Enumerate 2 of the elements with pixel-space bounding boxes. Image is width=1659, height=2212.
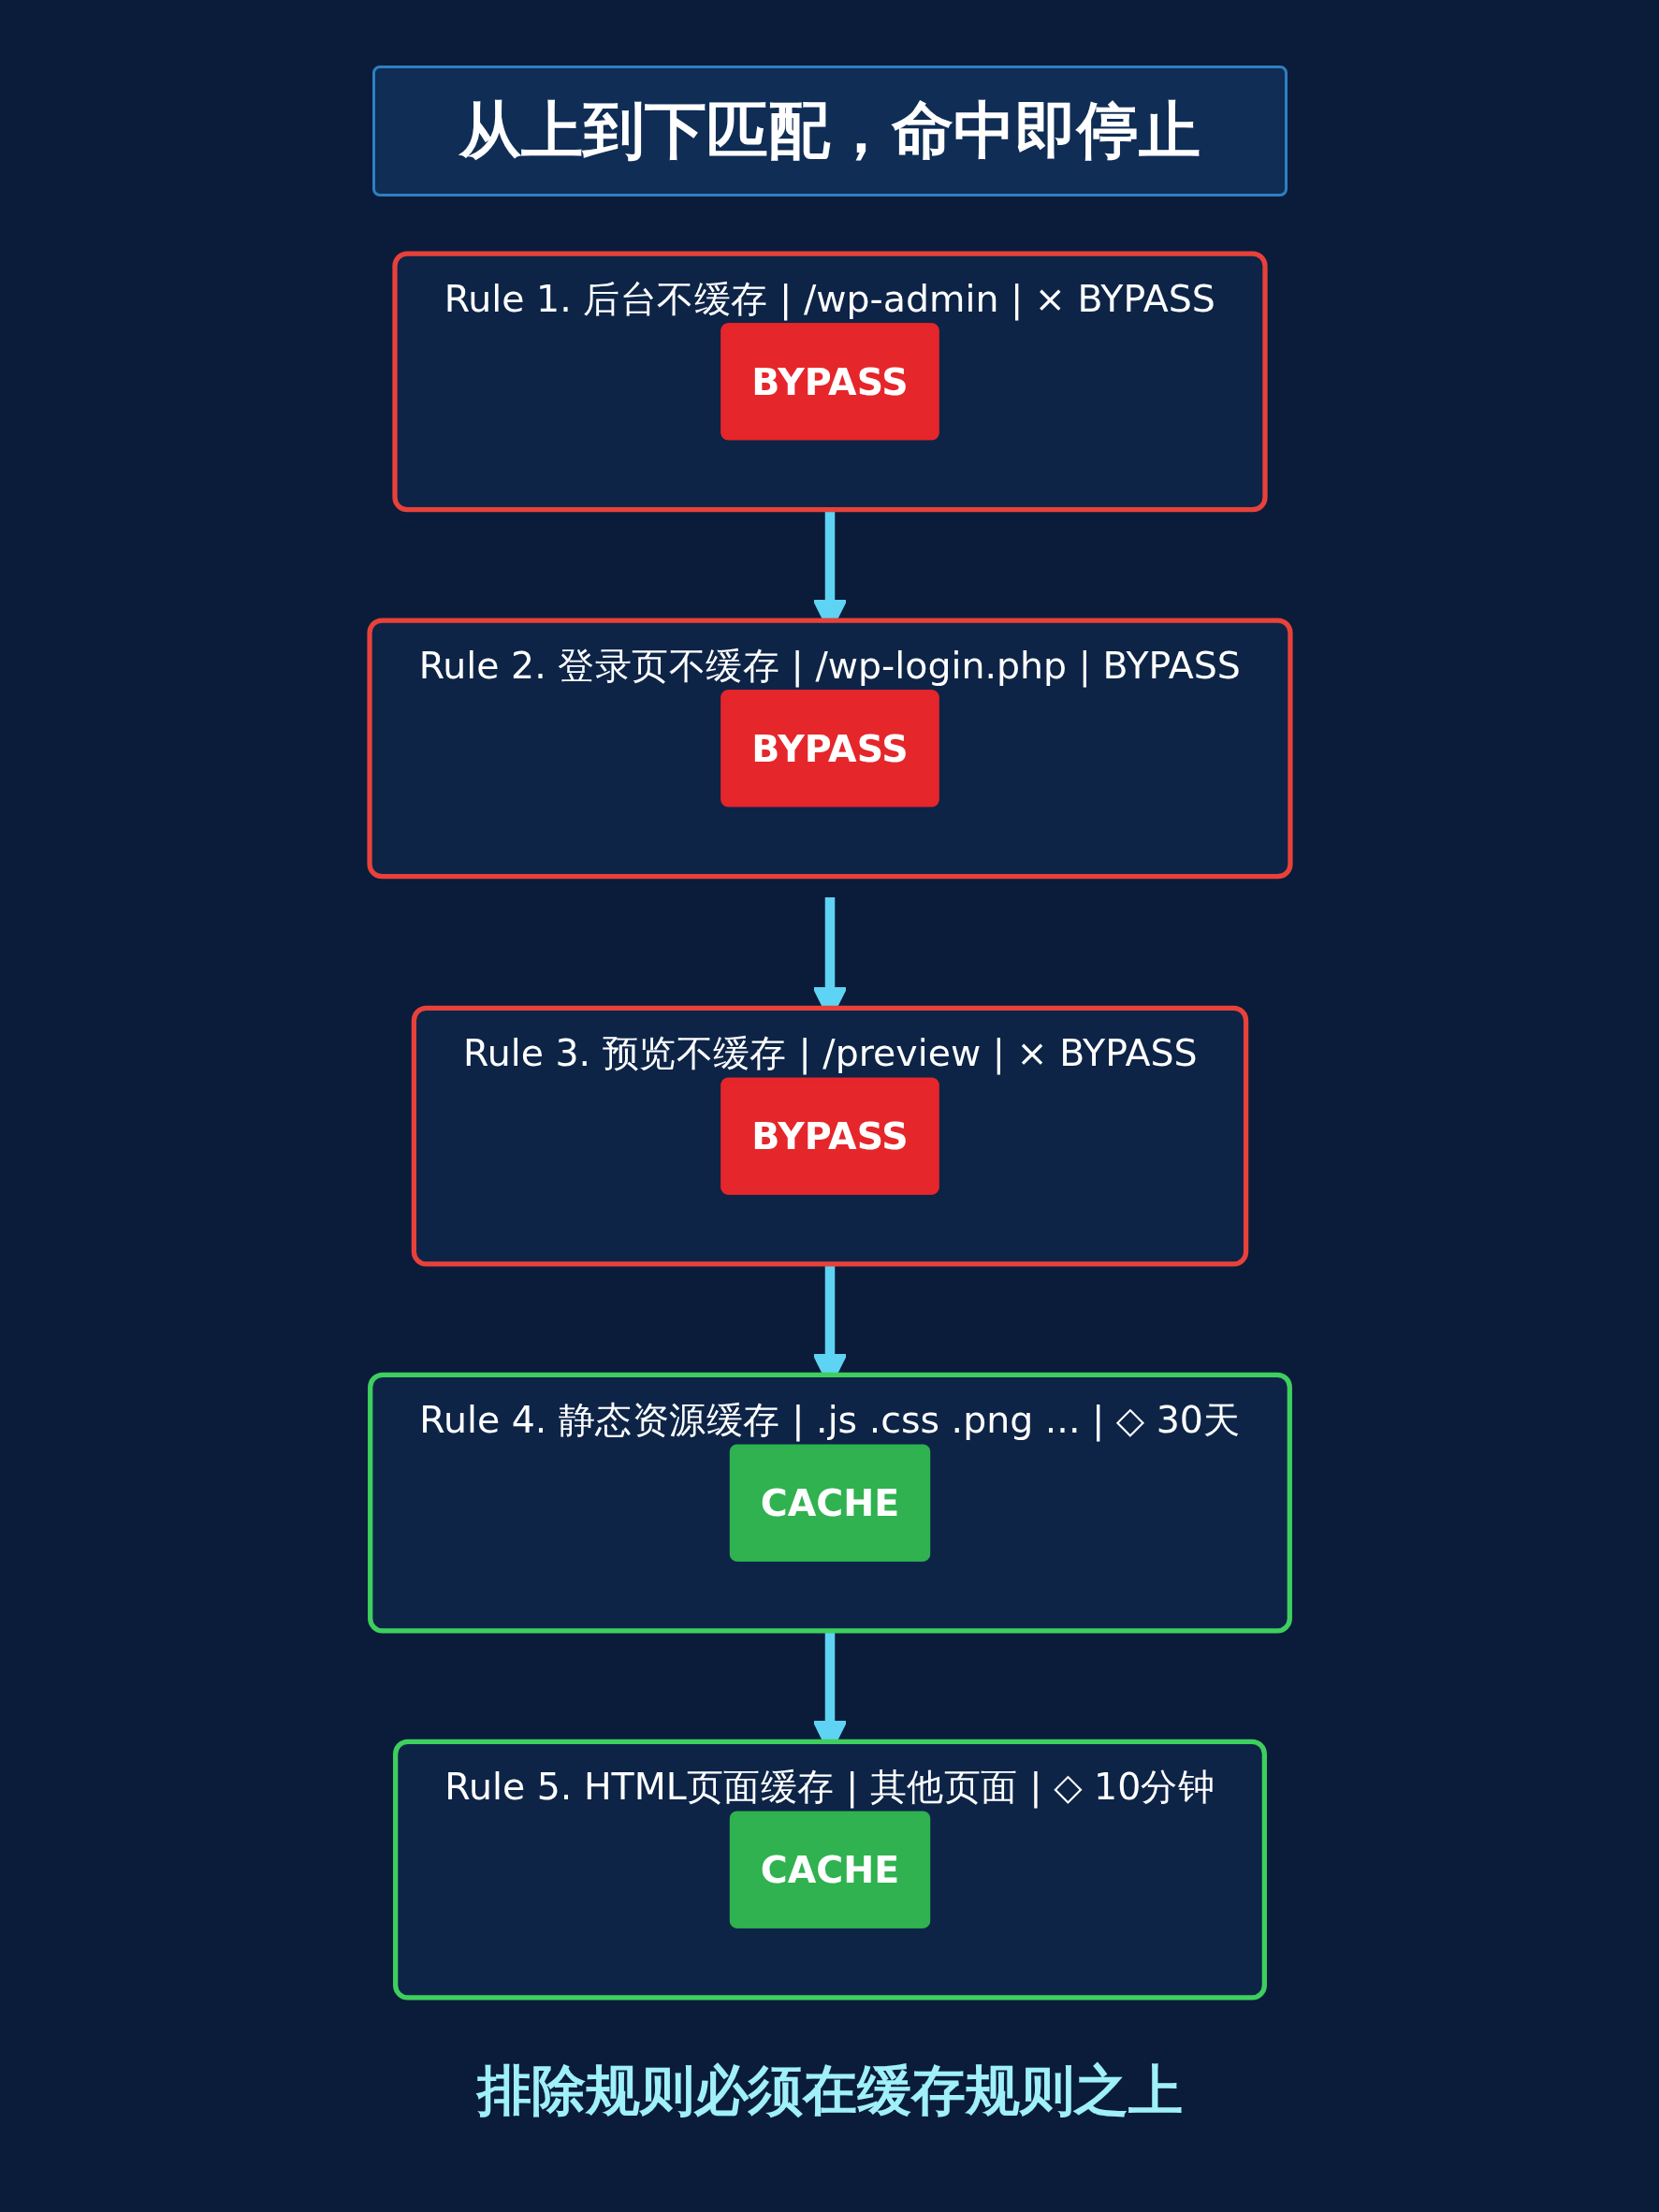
caption: 排除规则必须在缓存规则之上: [476, 2058, 1183, 2124]
title: 从上到下匹配，命中即停止: [371, 65, 1288, 196]
